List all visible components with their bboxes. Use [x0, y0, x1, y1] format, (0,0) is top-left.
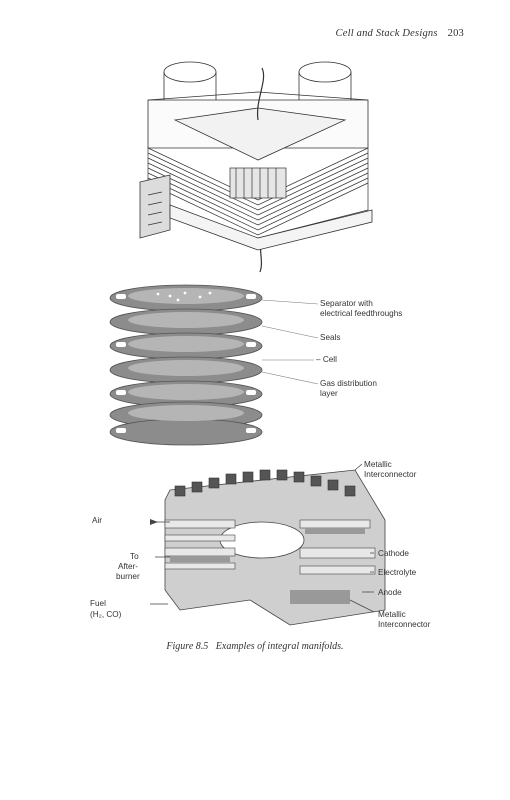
- label-afterburner-line3: burner: [116, 572, 140, 581]
- running-head-title: Cell and Stack Designs: [335, 28, 438, 39]
- cutaway-stack-illustration: [150, 463, 386, 626]
- running-head: Cell and Stack Designs 203: [336, 28, 464, 39]
- separator-plate: [109, 418, 263, 446]
- label-cell: – Cell: [316, 355, 337, 364]
- label-metallic-bottom-line2: Interconnector: [378, 620, 431, 629]
- label-gas-line2: layer: [320, 389, 338, 398]
- label-fuel-line2: (H₂, CO): [90, 610, 122, 619]
- label-metallic-bottom-line1: Metallic: [378, 610, 406, 619]
- label-fuel-line1: Fuel: [90, 599, 106, 608]
- label-anode: Anode: [378, 588, 402, 597]
- label-air: Air: [92, 516, 103, 525]
- label-cathode: Cathode: [378, 549, 409, 558]
- plate-stack-illustration: [109, 284, 319, 446]
- label-separator-line1: Separator with: [320, 299, 373, 308]
- label-metallic-top-line2: Interconnector: [364, 470, 417, 479]
- figure-caption: Figure 8.5 Examples of integral manifold…: [0, 641, 510, 652]
- label-metallic-top-line1: Metallic: [364, 460, 392, 469]
- label-separator-line2: electrical feedthroughs: [320, 309, 403, 318]
- label-seals: Seals: [320, 333, 341, 342]
- manifold-cylinder: [298, 61, 352, 118]
- label-electrolyte: Electrolyte: [378, 568, 417, 577]
- label-afterburner-line2: After-: [118, 562, 139, 571]
- figure-number: Figure 8.5: [166, 641, 209, 652]
- figure-caption-text: Examples of integral manifolds.: [215, 641, 344, 652]
- label-afterburner-line1: To: [130, 552, 139, 561]
- page-number: 203: [447, 28, 464, 39]
- label-gas-line1: Gas distribution: [320, 379, 377, 388]
